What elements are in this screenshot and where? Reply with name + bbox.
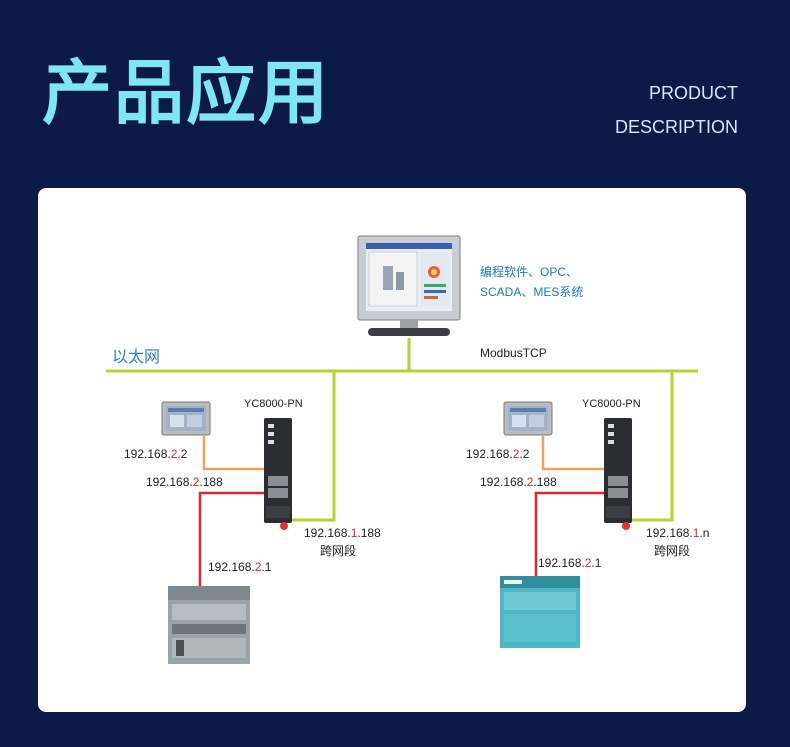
ip-host: .2 bbox=[177, 447, 188, 461]
page-subtitle: PRODUCT DESCRIPTION bbox=[615, 76, 738, 144]
right-gateway-label: YC8000-PN bbox=[582, 398, 641, 410]
left-gateway-local-ip: 192.168.2.188 bbox=[146, 475, 223, 489]
ip-subnet: 2 bbox=[192, 475, 200, 489]
ip-prefix: 192.168. bbox=[646, 526, 693, 540]
scada-software-label: 编程软件、OPC、 SCADA、MES系统 bbox=[480, 262, 583, 302]
ip-subnet: 2 bbox=[512, 447, 520, 461]
protocol-label: ModbusTCP bbox=[480, 346, 547, 360]
left-plc-ip: 192.168.2.1 bbox=[208, 560, 271, 574]
ip-prefix: 192.168. bbox=[304, 526, 351, 540]
right-gateway-net-ip: 192.168.1.n bbox=[646, 526, 709, 540]
ip-subnet: 2 bbox=[254, 560, 262, 574]
ip-subnet: 2 bbox=[170, 447, 178, 461]
right-gateway-device bbox=[604, 418, 632, 530]
right-plc-link bbox=[534, 491, 604, 578]
right-cross-segment-label: 跨网段 bbox=[654, 544, 691, 558]
left-plc-link bbox=[198, 491, 265, 588]
ip-prefix: 192.168. bbox=[466, 447, 513, 461]
right-plc-device bbox=[500, 576, 580, 648]
scada-label-line2: SCADA、MES系统 bbox=[480, 285, 584, 299]
ip-prefix: 192.168. bbox=[480, 475, 527, 489]
ip-subnet: 1 bbox=[692, 526, 700, 540]
scada-label-line1: 编程软件、OPC、 bbox=[480, 265, 579, 279]
right-gateway-link bbox=[628, 371, 674, 522]
left-gateway-net-ip: 192.168.1.188 bbox=[304, 526, 381, 540]
ip-host: .2 bbox=[519, 447, 530, 461]
ip-prefix: 192.168. bbox=[146, 475, 193, 489]
left-gateway-link bbox=[286, 371, 336, 522]
ip-subnet: 2 bbox=[526, 475, 534, 489]
ip-host: .n bbox=[699, 526, 710, 540]
subtitle-line-product: PRODUCT bbox=[649, 83, 738, 103]
ip-prefix: 192.168. bbox=[208, 560, 255, 574]
subtitle-line-description: DESCRIPTION bbox=[614, 117, 738, 137]
diagram-card: 编程软件、OPC、 SCADA、MES系统 以太网 ModbusTCP YC80… bbox=[38, 188, 746, 712]
right-plc-ip: 192.168.2.1 bbox=[538, 556, 601, 570]
ip-subnet: 1 bbox=[350, 526, 358, 540]
ip-host: .188 bbox=[533, 475, 557, 489]
left-gateway-device bbox=[264, 418, 292, 530]
left-hmi-panel bbox=[161, 401, 211, 436]
ip-host: .188 bbox=[199, 475, 223, 489]
left-hmi-ip: 192.168.2.2 bbox=[124, 447, 187, 461]
left-gateway-label: YC8000-PN bbox=[244, 398, 303, 410]
right-hmi-ip: 192.168.2.2 bbox=[466, 447, 529, 461]
page-title: 产品应用 bbox=[42, 52, 330, 134]
ip-host: .1 bbox=[261, 560, 272, 574]
left-cross-segment-label: 跨网段 bbox=[320, 544, 357, 558]
ip-prefix: 192.168. bbox=[124, 447, 171, 461]
ip-subnet: 2 bbox=[584, 556, 592, 570]
left-plc-device bbox=[168, 586, 250, 664]
right-hmi-panel bbox=[503, 401, 553, 436]
network-diagram bbox=[106, 235, 698, 664]
ip-prefix: 192.168. bbox=[538, 556, 585, 570]
ip-host: .1 bbox=[591, 556, 602, 570]
scada-monitor bbox=[357, 235, 461, 336]
right-gateway-local-ip: 192.168.2.188 bbox=[480, 475, 557, 489]
ip-host: .188 bbox=[357, 526, 381, 540]
right-hmi-link bbox=[541, 436, 604, 471]
ethernet-label: 以太网 bbox=[112, 349, 161, 366]
left-hmi-link bbox=[202, 436, 265, 471]
